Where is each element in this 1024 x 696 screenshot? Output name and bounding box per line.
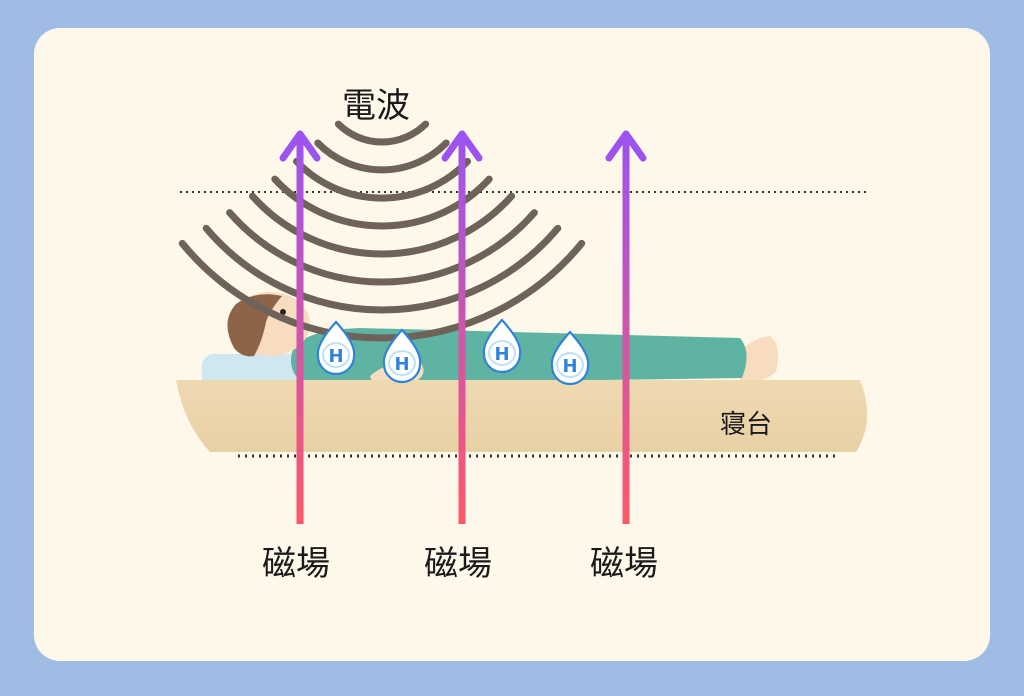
arrow-up-icon — [279, 130, 647, 524]
wave-arc — [334, 120, 430, 146]
wave-arc — [248, 192, 516, 258]
foot — [738, 336, 778, 383]
hydrogen-droplet-icon: H — [482, 318, 522, 374]
bed-label: 寝台 — [720, 410, 773, 440]
field-arrow-head — [441, 130, 483, 162]
magnetic-field-label-3: 磁場 — [590, 544, 658, 584]
magnetic-field-label-2: 磁場 — [424, 544, 492, 584]
wave-arc — [226, 209, 538, 286]
magnetic-field-label-1: 磁場 — [262, 544, 330, 584]
wave-arc — [202, 224, 562, 314]
eye — [280, 309, 286, 315]
hydrogen-droplet-icon: H — [382, 328, 422, 384]
hydrogen-droplet-icon: H — [550, 330, 590, 386]
field-arrow-shaft — [622, 140, 630, 524]
field-arrow-head — [279, 130, 321, 162]
field-arrow-shaft — [458, 140, 466, 524]
hydrogen-letter: H — [494, 344, 509, 365]
field-arrow-shaft — [296, 140, 304, 524]
hydrogen-letter: H — [394, 354, 409, 375]
wave-arc — [293, 157, 471, 202]
radio-wave-icon — [178, 120, 586, 342]
hydrogen-letter: H — [562, 356, 577, 377]
wave-arc — [314, 139, 450, 174]
field-arrow-head — [605, 130, 647, 162]
hydrogen-droplet-icon: H — [316, 320, 356, 376]
wave-arc — [178, 239, 586, 342]
wave-label: 電波 — [342, 86, 410, 126]
bed-platform — [176, 380, 868, 452]
hydrogen-letter: H — [328, 346, 343, 367]
